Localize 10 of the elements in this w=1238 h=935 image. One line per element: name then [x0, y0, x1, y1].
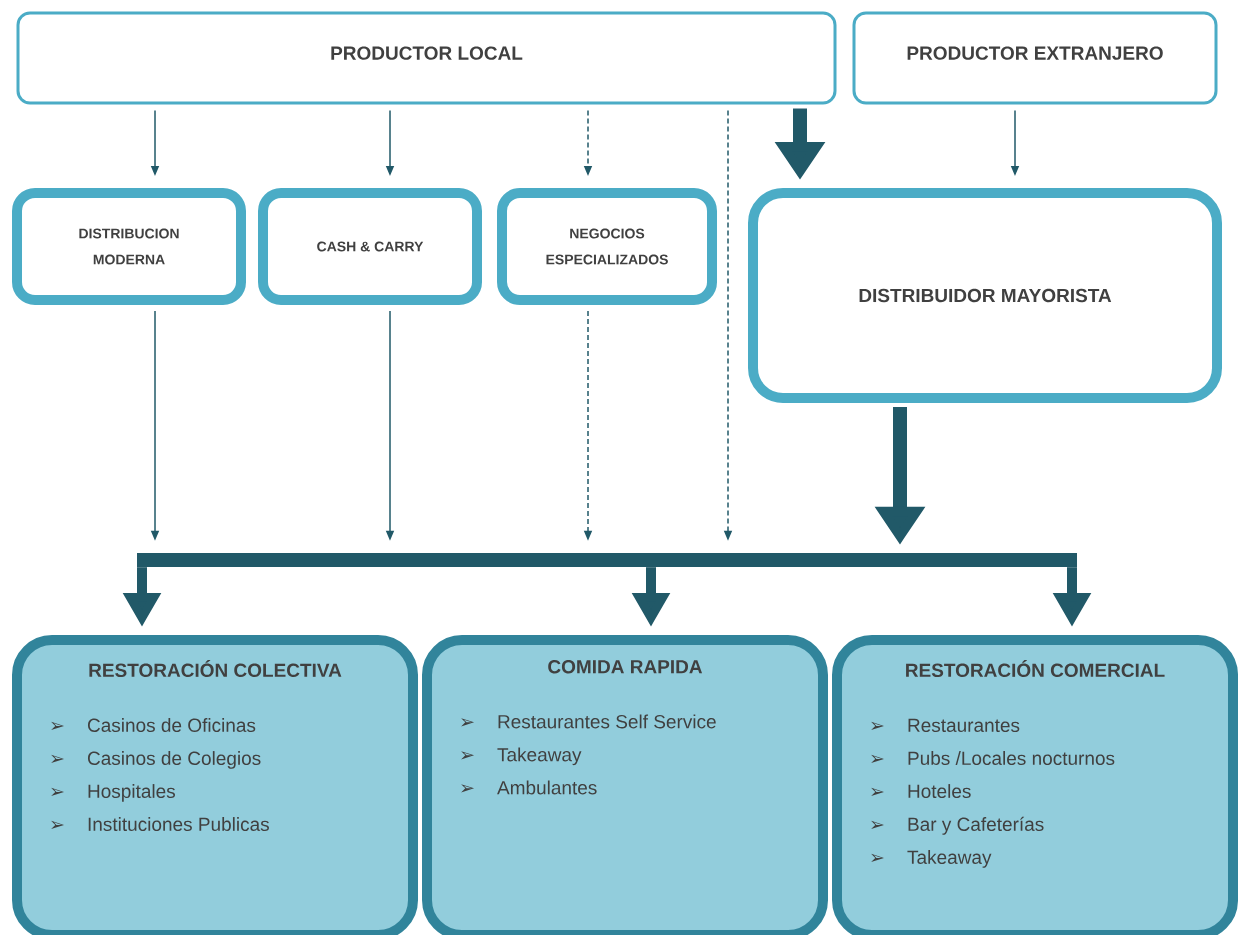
- process-box: PRODUCTOR EXTRANJERO: [852, 11, 1218, 105]
- category-box: COMIDA RAPIDA ➢ Restaurantes Self Service ➢ Takeaway ➢ Ambulantes: [422, 635, 828, 935]
- process-box: DISTRIBUIDOR MAYORISTA: [748, 188, 1222, 403]
- process-box: NEGOCIOS ESPECIALIZADOS: [497, 188, 717, 305]
- process-box: PRODUCTOR LOCAL: [16, 11, 837, 105]
- category-box: RESTORACIÓN COMERCIAL ➢ Restaurantes ➢ Pubs /Locales nocturnos ➢ Hoteles ➢ Bar y Cafeterías ➢ Takeaway: [832, 635, 1238, 935]
- process-box: DISTRIBUCION MODERNA: [12, 188, 246, 305]
- process-box: CASH & CARRY: [258, 188, 482, 305]
- connector-bar: [137, 553, 1077, 567]
- category-box: RESTORACIÓN COLECTIVA ➢ Casinos de Oficinas ➢ Casinos de Colegios ➢ Hospitales ➢ Instituciones Publicas: [12, 635, 418, 935]
